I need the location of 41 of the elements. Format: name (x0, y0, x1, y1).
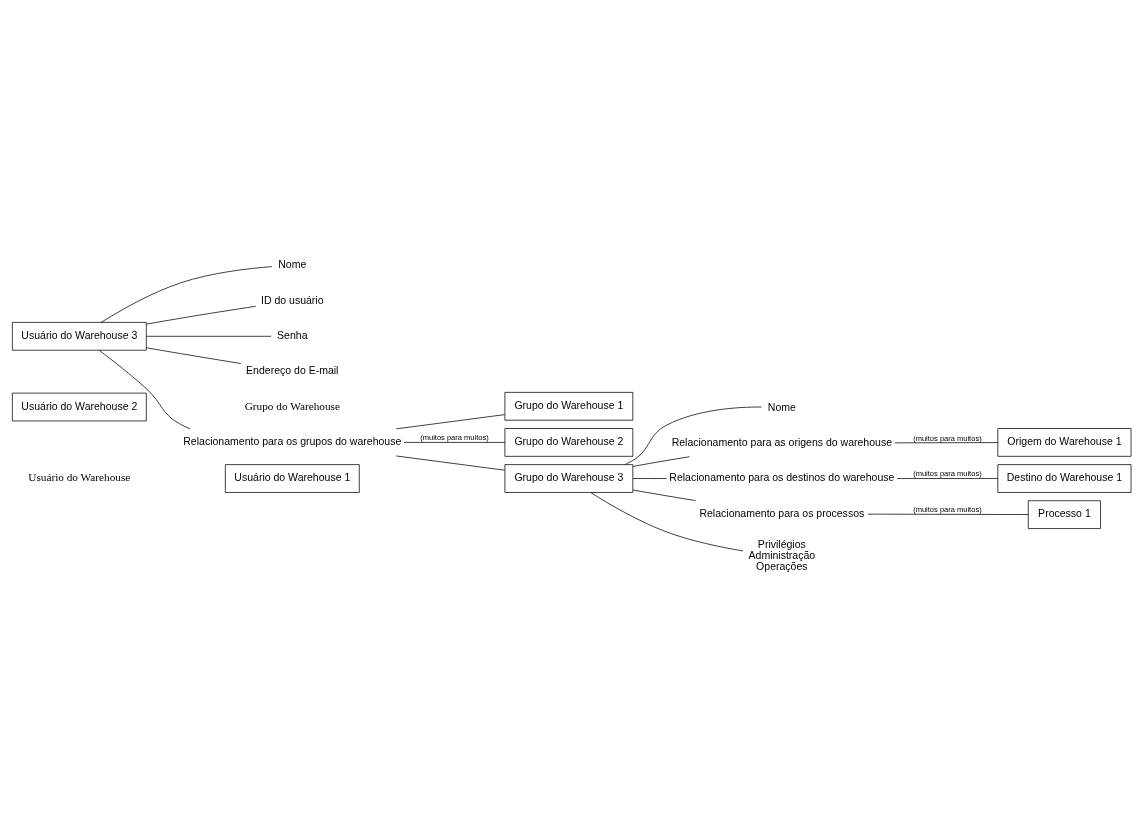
edge-label: (muitos para muitos) (913, 504, 982, 514)
node-text: Nome (278, 257, 307, 270)
connector (395, 413, 506, 429)
connector (98, 349, 191, 429)
node-text: Nome (767, 400, 796, 413)
connector (632, 455, 690, 467)
connector (894, 441, 999, 443)
connector (100, 265, 273, 323)
node-text: Senha (277, 328, 308, 341)
edge-label: (muitos para muitos) (420, 432, 489, 442)
node-box: Destino do Warehouse 1 (997, 463, 1132, 493)
connector (632, 489, 696, 501)
connector (403, 441, 506, 443)
edge-label: (muitos para muitos) (913, 433, 982, 443)
connector (896, 477, 999, 479)
node-text: Privilégios Administração Operações (748, 537, 816, 572)
connector (395, 455, 506, 471)
connector (624, 406, 762, 465)
connector (632, 477, 667, 479)
label: Usuário do Warehouse (28, 470, 131, 483)
node-box: Usuário do Warehouse 1 (224, 463, 360, 493)
node-box: Grupo do Warehouse 2 (504, 427, 634, 457)
edge-label: (muitos para muitos) (913, 468, 982, 478)
node-box: Grupo do Warehouse 1 (504, 391, 634, 421)
connector (146, 335, 272, 337)
node-text: Relacionamento para as origens do warehouse (671, 435, 893, 448)
node-text: Relacionamento para os destinos do warehouse (669, 470, 895, 483)
connector (146, 305, 257, 324)
node-box: Origem do Warehouse 1 (997, 427, 1132, 457)
node-text: ID do usuário (261, 293, 324, 306)
node-text: Endereço do E-mail (246, 363, 339, 376)
label: Grupo do Warehouse (244, 399, 340, 412)
node-text: Relacionamento para os processos (699, 506, 865, 519)
node-box: Usuário do Warehouse 3 (11, 321, 147, 351)
node-box: Usuário do Warehouse 2 (11, 392, 147, 421)
node-box: Processo 1 (1027, 499, 1101, 529)
connector (590, 491, 744, 551)
node-box: Grupo do Warehouse 3 (504, 463, 634, 493)
connector (867, 513, 1029, 515)
node-text: Relacionamento para os grupos do warehouse (183, 434, 402, 447)
connector (146, 346, 242, 364)
